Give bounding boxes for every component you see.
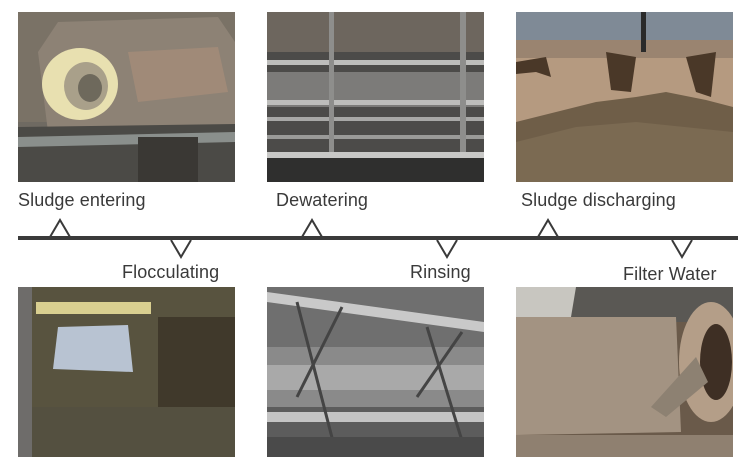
up-triangle-marker-icon <box>301 218 323 238</box>
rinsing-photo <box>267 287 484 457</box>
step-label-rinsing: Rinsing <box>410 262 471 282</box>
dewatering-photo <box>267 12 484 182</box>
up-triangle-marker-icon <box>49 218 71 238</box>
step-label-filter-water: Filter Water <box>623 264 717 284</box>
process-timeline <box>18 236 738 240</box>
sludge-discharging-photo <box>516 12 733 182</box>
step-label-dewatering: Dewatering <box>276 190 369 210</box>
step-label-flocculating: Flocculating <box>122 262 220 282</box>
down-triangle-marker-icon <box>170 239 192 259</box>
filter-water-photo <box>516 287 733 457</box>
step-label-sludge-entering: Sludge entering <box>18 190 146 210</box>
step-label-sludge-discharging: Sludge discharging <box>521 190 676 210</box>
up-triangle-marker-icon <box>537 218 559 238</box>
sludge-entering-photo <box>18 12 235 182</box>
down-triangle-marker-icon <box>671 239 693 259</box>
down-triangle-marker-icon <box>436 239 458 259</box>
flocculating-photo <box>18 287 235 457</box>
